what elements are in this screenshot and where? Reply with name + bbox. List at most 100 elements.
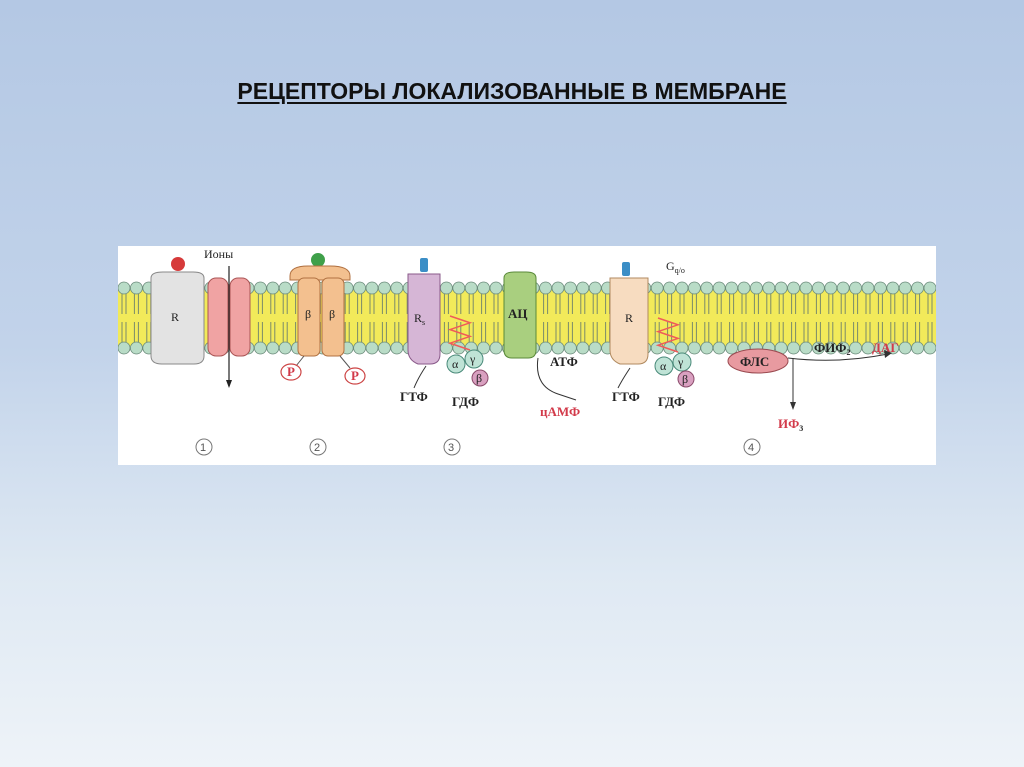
gdp-label-1: ГДФ [452,394,479,409]
head-group-top [787,281,800,295]
head-group-top [390,281,404,295]
head-group-bottom [700,341,714,355]
head-group-bottom [725,341,738,355]
head-group-bottom [861,341,875,355]
membrane-diagram: R Ионы β β P P Rs [118,246,936,465]
head-group-top [725,281,738,295]
head-group-bottom [278,341,292,355]
fls-label: ФЛС [740,354,769,369]
beta-g-label-2: β [682,372,688,386]
p-left-label: P [287,364,295,379]
head-group-top [663,281,676,295]
marker-1 [195,438,213,456]
head-group-top [563,281,577,295]
gamma-label-1: γ [469,352,476,366]
head-group-top [675,281,689,295]
beta-cap [289,265,351,281]
alpha-label-1: α [452,357,459,371]
head-group-top [650,281,664,295]
head-group-top [898,281,912,295]
p-left-link [295,355,305,367]
ions-label: Ионы [204,247,233,261]
g-protein-anchor-2 [655,317,681,353]
camp-arrow [536,357,577,401]
head-group-bottom [489,341,503,355]
head-group-bottom [390,341,404,355]
plc-pathway: Gq/o ФЛС ФИФ2 ДАГ ИФ3 [666,259,899,433]
receptor-1: R [150,257,205,365]
head-group-top [118,281,131,295]
head-group-top [824,281,838,295]
head-group-bottom [129,341,143,355]
head-group-top [266,281,280,295]
ligand-blue-icon [420,258,428,272]
channel-left-subunit [207,277,229,357]
membrane-svg: R Ионы β β P P Rs [118,247,936,456]
atp-label: АТФ [550,354,578,369]
ligand-blue-2-icon [622,262,630,276]
beta-right-label: β [329,307,335,321]
gtp-arrow-1 [413,365,427,389]
head-group-bottom [576,341,590,355]
beta-left-label: β [305,307,311,321]
head-group-bottom [824,341,838,355]
gdp-label-2: ГДФ [658,394,685,409]
alpha-label-2: α [660,359,667,373]
receptor-rs: Rs α γ β ГТФ ГДФ [400,258,489,409]
head-group-top [452,281,466,295]
head-group-bottom [365,341,379,355]
head-group-top [737,281,751,295]
head-group-bottom [353,341,367,355]
ac-label: АЦ [508,306,528,321]
head-group-bottom [266,341,280,355]
dag-arrow [787,353,889,361]
receptor-beta: β β P P [280,253,366,385]
marker-2 [309,438,327,456]
head-group-top [464,281,478,295]
dag-label: ДАГ [872,340,899,355]
gtp-label-1: ГТФ [400,389,428,404]
head-group-top [923,281,936,295]
beta-left-subunit [297,277,321,357]
marker-3 [443,438,461,456]
head-group-top [576,281,590,295]
camp-label: цАМФ [540,404,580,419]
head-group-top [353,281,367,295]
p-right-link [339,355,351,369]
head-group-bottom [911,341,924,355]
head-group-bottom [886,341,900,355]
head-group-top [849,281,862,295]
head-group-top [129,281,143,295]
if3-label: ИФ3 [778,416,803,433]
ion-arrow-head [226,380,232,388]
gq-label: Gq/o [666,259,685,275]
marker-1-label: 1 [200,442,206,454]
adenylate-cyclase: АЦ АТФ цАМФ [503,271,580,419]
head-group-bottom [849,341,862,355]
dag-arrow-head [884,350,892,358]
r2-shape [609,277,649,365]
head-group-bottom [588,341,602,355]
marker-2-label: 2 [314,442,320,454]
r2-label: R [625,311,633,325]
head-group-top [812,281,825,295]
ligand-red-icon [171,257,185,271]
rs-label: Rs [414,311,425,327]
head-group-bottom [563,341,577,355]
head-group-bottom [118,341,131,355]
head-group-top [911,281,924,295]
phosphate-left [280,363,302,381]
p-right-label: P [351,368,359,383]
head-group-top [836,281,850,295]
alpha-subunit-1 [446,354,466,374]
head-group-bottom [712,341,726,355]
gamma-subunit-1 [464,349,484,369]
head-group-top [762,281,776,295]
alpha-subunit-2 [654,356,674,376]
head-group-top [700,281,714,295]
head-group-top [886,281,900,295]
receptor-r2: R α γ β ГТФ ГДФ [609,262,695,409]
head-group-bottom [898,341,912,355]
beta-g-subunit-1 [471,369,489,387]
ac-shape [503,271,537,359]
